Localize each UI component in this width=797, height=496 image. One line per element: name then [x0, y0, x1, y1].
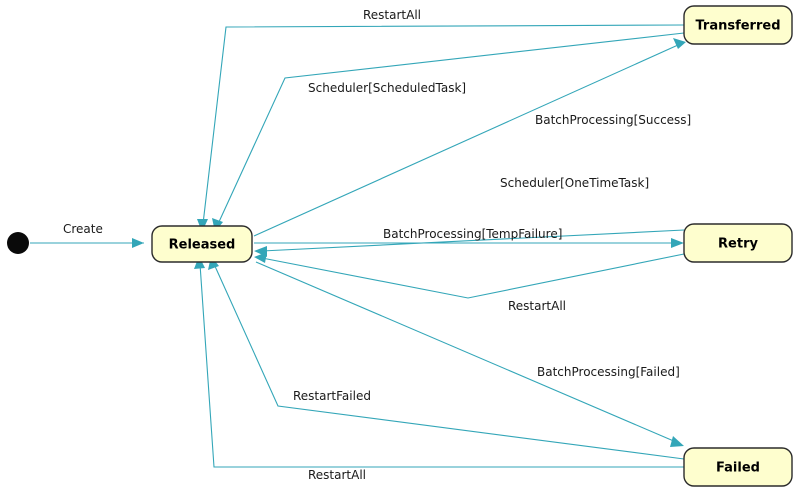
state-label-retry: Retry	[718, 237, 758, 252]
state-label-released: Released	[169, 238, 236, 253]
transition-label-released-tempfailure-retry: BatchProcessing[TempFailure]	[383, 227, 563, 241]
arrowhead-icon	[254, 252, 267, 263]
transition-failed-restartall-released[interactable]	[194, 256, 684, 468]
transition-create[interactable]	[30, 238, 144, 248]
state-node-retry[interactable]: Retry	[683, 223, 793, 263]
transition-released-batchfailed-failed[interactable]	[255, 261, 684, 447]
transition-label-released-batchfailed-failed: BatchProcessing[Failed]	[537, 365, 680, 379]
transition-label-failed-restartfailed-released: RestartFailed	[293, 389, 371, 403]
state-label-failed: Failed	[716, 461, 760, 476]
arrowhead-icon	[132, 238, 144, 248]
arrowhead-icon	[671, 238, 684, 248]
transition-label-released-batchsuccess-transferred: BatchProcessing[Success]	[535, 113, 692, 127]
transition-released-tempfailure-retry[interactable]	[254, 238, 684, 248]
transition-label-create: Create	[63, 222, 103, 236]
state-box	[683, 447, 793, 487]
transition-path	[217, 32, 685, 225]
edges-group	[30, 24, 686, 468]
arrowhead-icon	[673, 38, 686, 49]
transition-failed-restartfailed-released[interactable]	[208, 256, 685, 460]
state-node-released[interactable]: Released	[151, 225, 253, 263]
state-box	[683, 5, 793, 45]
transition-label-transferred-scheduled-released: Scheduler[ScheduledTask]	[308, 81, 467, 95]
arrowhead-icon	[670, 436, 684, 447]
transition-transferred-scheduled-released[interactable]	[212, 32, 685, 232]
transition-label-failed-restartall-released: RestartAll	[308, 468, 367, 482]
transition-label-retry-onetimetask-released: Scheduler[OneTimeTask]	[500, 176, 650, 190]
transition-label-retry-restartall-released: RestartAll	[508, 299, 567, 313]
transition-retry-restartall-released[interactable]	[254, 252, 685, 299]
transition-released-batchsuccess-transferred[interactable]	[253, 38, 686, 237]
transition-path	[261, 253, 685, 299]
transition-path	[202, 24, 685, 225]
transition-path	[213, 263, 685, 460]
state-node-transferred[interactable]: Transferred	[683, 5, 793, 45]
transition-transferred-restartall-released[interactable]	[197, 24, 685, 232]
state-node-failed[interactable]: Failed	[683, 447, 793, 487]
state-box	[683, 223, 793, 263]
initial-state-circle-icon	[7, 232, 29, 254]
transition-path	[255, 261, 677, 443]
state-label-transferred: Transferred	[695, 19, 780, 34]
transition-path	[253, 44, 679, 237]
transition-path	[199, 263, 684, 468]
state-box	[151, 225, 253, 263]
transition-path	[261, 229, 685, 252]
initial-state-node[interactable]	[7, 232, 29, 254]
transition-label-transferred-restartall-released: RestartAll	[363, 8, 422, 22]
